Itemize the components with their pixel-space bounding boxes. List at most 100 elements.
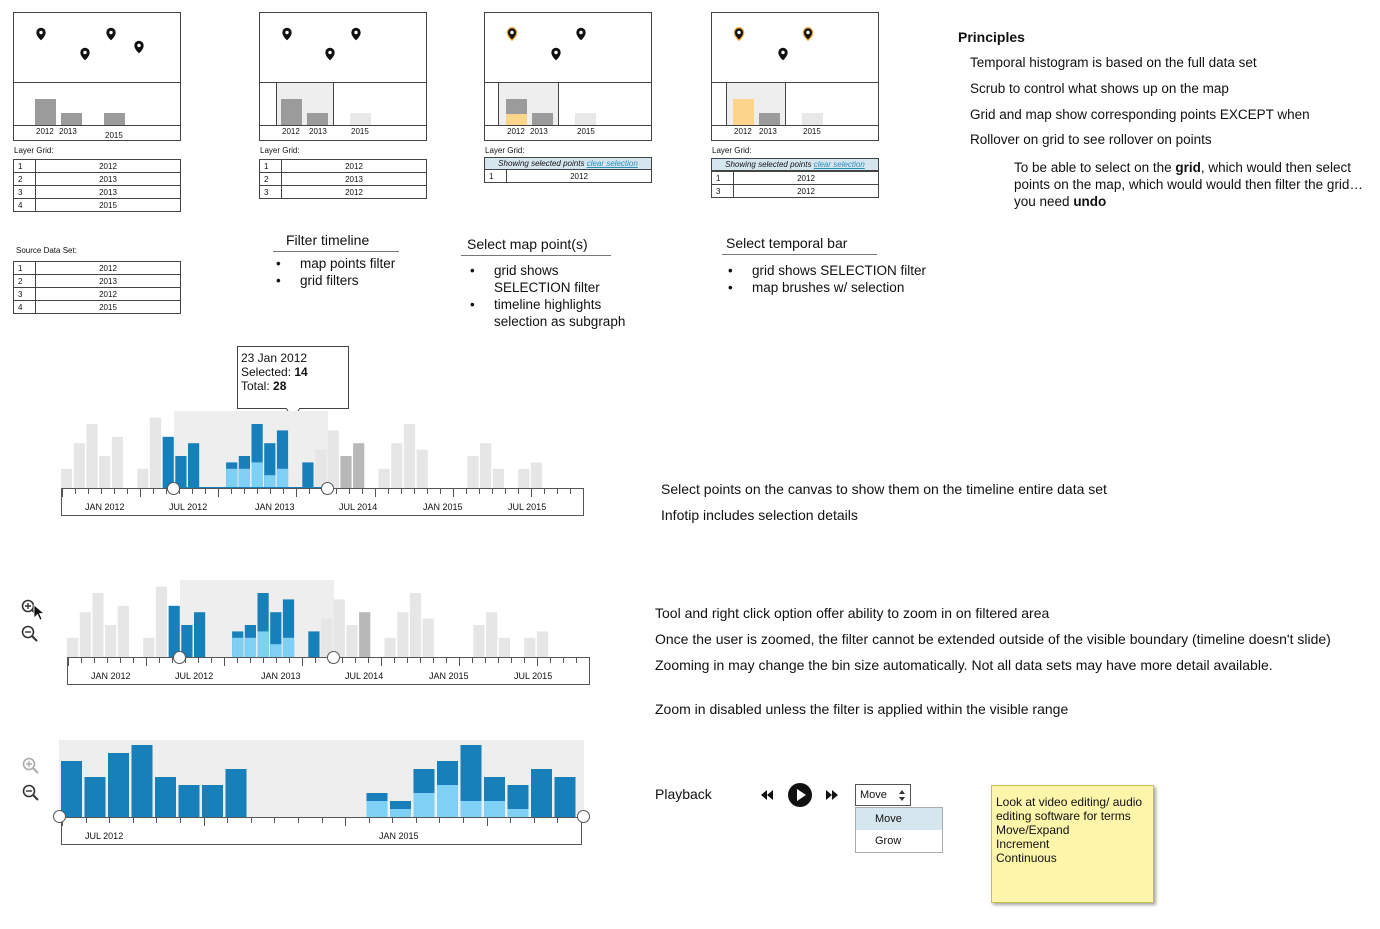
histogram-selected-bar[interactable] bbox=[282, 637, 295, 657]
option-grow[interactable]: Grow bbox=[875, 835, 902, 847]
histogram-bar[interactable] bbox=[61, 468, 73, 488]
histogram-bar[interactable] bbox=[350, 113, 371, 125]
histogram-selected-bar[interactable] bbox=[238, 468, 250, 488]
histogram-selected-bar[interactable] bbox=[460, 801, 482, 817]
map-pin-icon[interactable] bbox=[549, 47, 563, 61]
histogram-selected-bar[interactable] bbox=[366, 801, 388, 817]
histogram-bar[interactable] bbox=[92, 593, 104, 657]
histogram-bar[interactable] bbox=[346, 625, 358, 657]
histogram-bar[interactable] bbox=[86, 424, 98, 488]
clear-selection-link[interactable]: clear selection bbox=[586, 159, 638, 168]
histogram-bar[interactable] bbox=[202, 785, 223, 817]
histogram-selected-bar[interactable] bbox=[390, 809, 411, 817]
histogram-bar[interactable] bbox=[143, 637, 155, 657]
histogram-bar[interactable] bbox=[137, 468, 149, 488]
histogram-selected-bar[interactable] bbox=[226, 468, 238, 488]
map-pin-icon[interactable] bbox=[349, 27, 363, 41]
map-pin-icon[interactable] bbox=[574, 27, 588, 41]
map-pin-icon[interactable] bbox=[78, 47, 92, 61]
zoom-out-icon[interactable] bbox=[20, 624, 40, 644]
fast-forward-icon[interactable] bbox=[825, 789, 839, 801]
histogram-bar[interactable] bbox=[480, 443, 492, 488]
histogram-bar[interactable] bbox=[281, 99, 302, 125]
histogram-bar[interactable] bbox=[802, 113, 823, 125]
histogram-bar[interactable] bbox=[35, 99, 56, 125]
option-move[interactable]: Move bbox=[856, 808, 942, 830]
timeline-histogram[interactable] bbox=[60, 411, 584, 488]
selected-map-pin-icon[interactable] bbox=[801, 27, 815, 41]
map-pin-icon[interactable] bbox=[323, 47, 337, 61]
histogram-bar[interactable] bbox=[149, 417, 162, 488]
histogram-selected-bar[interactable] bbox=[507, 809, 529, 817]
histogram-bar[interactable] bbox=[353, 443, 365, 488]
rewind-icon[interactable] bbox=[760, 789, 774, 801]
timeline-left-handle[interactable] bbox=[173, 651, 186, 664]
histogram-bar[interactable] bbox=[531, 769, 552, 817]
zoom-out-icon[interactable] bbox=[21, 783, 41, 803]
histogram-selected-bar[interactable] bbox=[413, 793, 435, 817]
histogram-bar[interactable] bbox=[84, 777, 106, 817]
histogram-selected-bar[interactable] bbox=[232, 637, 244, 657]
histogram-bar[interactable] bbox=[117, 605, 129, 657]
histogram-selected-bar[interactable] bbox=[257, 631, 269, 657]
histogram-bar[interactable] bbox=[315, 449, 327, 488]
histogram-bar[interactable] bbox=[61, 113, 82, 125]
map-pin-icon[interactable] bbox=[280, 27, 294, 41]
histogram-bar[interactable] bbox=[155, 586, 168, 657]
histogram-selected-bar[interactable] bbox=[733, 99, 754, 125]
histogram-bar[interactable] bbox=[473, 625, 485, 657]
histogram-bar[interactable] bbox=[270, 612, 282, 657]
histogram-bar[interactable] bbox=[409, 593, 422, 657]
histogram-bar[interactable] bbox=[257, 593, 269, 657]
histogram-bar[interactable] bbox=[327, 430, 339, 488]
histogram-bar[interactable] bbox=[759, 113, 780, 125]
histogram-bar[interactable] bbox=[264, 443, 276, 488]
histogram-bar[interactable] bbox=[194, 612, 206, 657]
histogram-bar[interactable] bbox=[554, 777, 576, 817]
histogram-bar[interactable] bbox=[536, 631, 549, 657]
timeline-left-handle[interactable] bbox=[53, 810, 66, 823]
histogram-bar[interactable] bbox=[391, 443, 403, 488]
selected-map-pin-icon[interactable] bbox=[505, 27, 519, 41]
histogram-bar[interactable] bbox=[155, 777, 176, 817]
histogram-bar[interactable] bbox=[359, 612, 371, 657]
histogram-bar[interactable] bbox=[276, 430, 289, 488]
histogram-bar[interactable] bbox=[498, 637, 510, 657]
histogram-bar[interactable] bbox=[384, 637, 396, 657]
histogram-bar[interactable] bbox=[225, 769, 247, 817]
histogram-bar[interactable] bbox=[333, 599, 345, 657]
histogram-bar[interactable] bbox=[422, 618, 434, 657]
histogram-bar[interactable] bbox=[131, 745, 153, 817]
zoomed-histogram[interactable] bbox=[59, 740, 585, 817]
histogram-bar[interactable] bbox=[104, 113, 125, 125]
histogram-bar[interactable] bbox=[308, 631, 320, 657]
histogram-bar[interactable] bbox=[524, 637, 536, 657]
histogram-bar[interactable] bbox=[307, 113, 328, 125]
histogram-bar[interactable] bbox=[175, 456, 187, 488]
timeline-histogram[interactable] bbox=[66, 580, 590, 657]
histogram-bar[interactable] bbox=[282, 599, 295, 657]
histogram-bar[interactable] bbox=[67, 637, 79, 657]
histogram-bar[interactable] bbox=[111, 436, 123, 488]
timeline-right-handle[interactable] bbox=[327, 651, 340, 664]
timeline-right-handle[interactable] bbox=[321, 482, 334, 495]
histogram-bar[interactable] bbox=[340, 456, 352, 488]
histogram-bar[interactable] bbox=[403, 424, 416, 488]
histogram-bar[interactable] bbox=[486, 612, 498, 657]
map-pin-icon[interactable] bbox=[132, 40, 146, 54]
map-pin-icon[interactable] bbox=[34, 27, 48, 41]
histogram-selected-bar[interactable] bbox=[244, 637, 256, 657]
histogram-bar[interactable] bbox=[73, 443, 85, 488]
histogram-bar[interactable] bbox=[108, 753, 129, 817]
histogram-selected-bar[interactable] bbox=[276, 468, 289, 488]
histogram-bar[interactable] bbox=[397, 612, 409, 657]
